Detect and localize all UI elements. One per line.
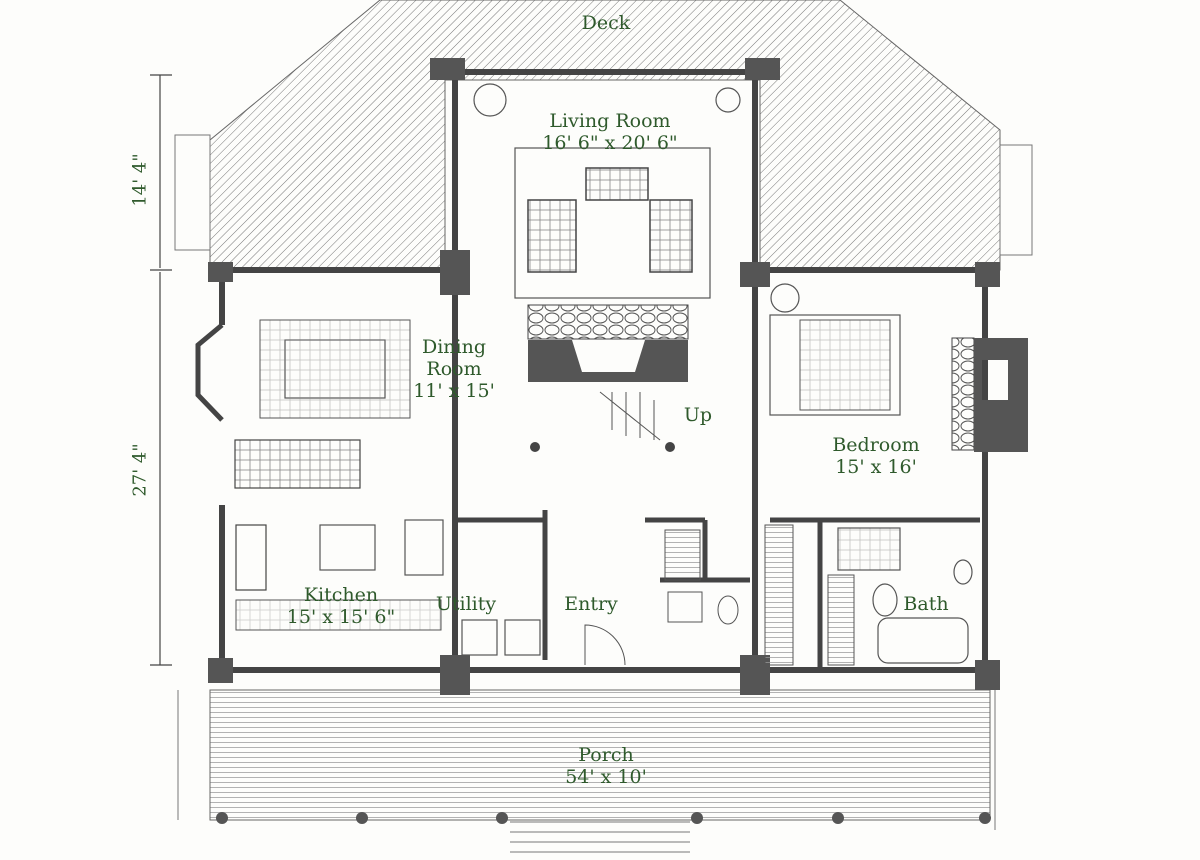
entry-label: Entry xyxy=(564,593,618,615)
dimension-lines xyxy=(150,74,172,666)
bedroom-label: Bedroom 15' x 16' xyxy=(832,434,919,478)
interior-walls xyxy=(455,510,980,670)
living-room-name: Living Room xyxy=(549,110,671,132)
bed-quilt xyxy=(799,319,891,411)
living-rug xyxy=(514,147,711,299)
bath-label: Bath xyxy=(903,593,948,615)
shower xyxy=(837,527,901,571)
dimension-lower: 27' 4" xyxy=(129,443,151,497)
kitchen-name: Kitchen xyxy=(303,584,379,606)
bedroom-name: Bedroom xyxy=(832,434,920,456)
kitchen-island xyxy=(319,524,376,571)
washer xyxy=(461,619,498,656)
kitchen-dim: 15' x 15' 6" xyxy=(286,606,396,628)
stairs-up-label: Up xyxy=(684,404,712,426)
armchair-right xyxy=(649,199,693,273)
kitchen-counter xyxy=(234,439,361,489)
kitchen-label: Kitchen 15' x 15' 6" xyxy=(287,584,395,628)
bathtub xyxy=(877,617,969,664)
fireplace xyxy=(528,340,688,382)
bedroom-closet xyxy=(764,524,794,666)
dining-room-label: Dining Room 11' x 15' xyxy=(413,336,495,402)
half-bath-sink xyxy=(667,591,703,623)
armchair-left xyxy=(527,199,577,273)
porch-steps xyxy=(510,821,690,853)
bedroom-fireplace-stones xyxy=(951,337,975,451)
dimension-upper: 14' 4" xyxy=(129,153,151,207)
living-room-label: Living Room 16' 6" x 20' 6" xyxy=(542,110,677,154)
dryer xyxy=(504,619,541,656)
deck-label: Deck xyxy=(582,12,631,34)
deck-bench-left xyxy=(174,134,211,251)
stairs-up-text: Up xyxy=(683,404,713,426)
sofa xyxy=(585,167,649,201)
bed xyxy=(769,314,901,416)
kitchen-sink-counter xyxy=(235,599,442,631)
porch-posts xyxy=(216,812,991,824)
fireplace-stones xyxy=(527,304,689,340)
closet xyxy=(664,529,701,581)
stairs-up xyxy=(599,391,661,441)
entry-name: Entry xyxy=(564,593,618,615)
entry-door-swing xyxy=(584,624,626,666)
kitchen-stove xyxy=(235,524,267,591)
porch-area xyxy=(209,689,991,821)
half-bath-toilet xyxy=(717,595,739,625)
dining-room-name-1: Dining xyxy=(421,336,487,358)
utility-label: Utility xyxy=(436,593,496,615)
porch-dim: 54' x 10' xyxy=(565,766,647,788)
living-room-dim: 16' 6" x 20' 6" xyxy=(542,132,678,154)
kitchen-bay-window xyxy=(195,323,224,422)
bath-toilet xyxy=(872,583,898,617)
bedroom-closet-2 xyxy=(827,574,855,666)
living-plant xyxy=(715,87,741,113)
porch-name: Porch xyxy=(578,744,634,766)
utility-name: Utility xyxy=(435,593,497,615)
dining-room-name-2: Room xyxy=(426,358,482,380)
dining-room-dim: 11' x 15' xyxy=(413,380,495,402)
bath-sink xyxy=(953,559,973,585)
log-corners xyxy=(208,58,1000,695)
bath-name: Bath xyxy=(903,593,949,615)
deck-bench-right xyxy=(999,144,1033,256)
bedroom-fireplace xyxy=(974,338,1028,452)
porch-label: Porch 54' x 10' xyxy=(565,744,647,788)
side-table xyxy=(473,83,507,117)
deck-name: Deck xyxy=(581,12,631,34)
bedroom-dim: 15' x 16' xyxy=(835,456,917,478)
dining-chairs xyxy=(259,319,411,419)
pantry xyxy=(404,519,444,576)
